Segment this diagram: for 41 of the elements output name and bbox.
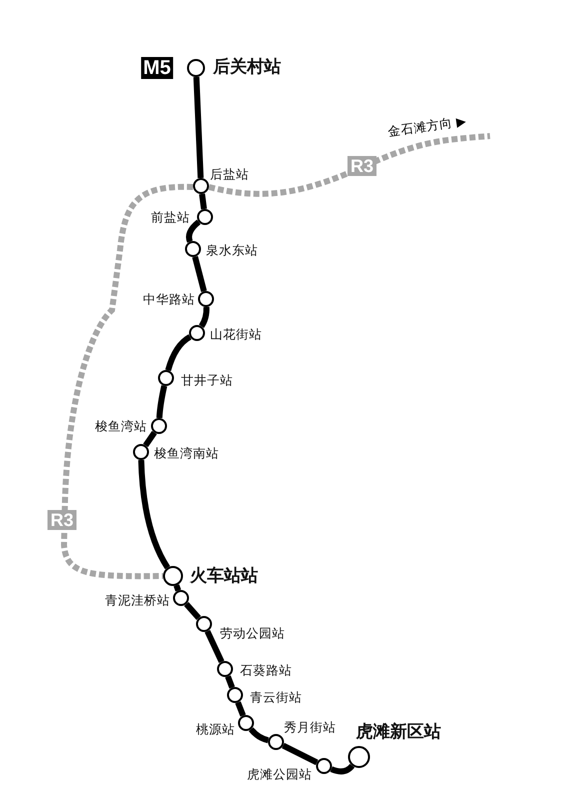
station-name: 前盐站 bbox=[151, 210, 190, 224]
station-name: 青泥洼桥站 bbox=[105, 592, 170, 608]
station-name: 中华路站 bbox=[143, 292, 195, 306]
station-name: 虎滩公园站 bbox=[247, 766, 312, 782]
metro-line bbox=[186, 220, 201, 243]
metro-line bbox=[156, 385, 168, 418]
metro-line bbox=[198, 306, 210, 328]
rail-line bbox=[208, 133, 490, 197]
station-name: 秀月街站 bbox=[284, 720, 336, 734]
metro-line bbox=[138, 460, 170, 570]
metro-line bbox=[192, 256, 207, 292]
station-name: 后盐站 bbox=[210, 166, 249, 182]
station-name: 甘井子站 bbox=[181, 372, 233, 388]
metro-line bbox=[235, 701, 246, 717]
metro-line bbox=[248, 727, 269, 744]
direction-label: 金石滩方向 ▶ bbox=[386, 113, 468, 141]
station-name: 桃源站 bbox=[196, 722, 235, 736]
metro-line bbox=[174, 584, 182, 592]
station-name: 青云街站 bbox=[250, 690, 302, 704]
station-name: 梭鱼湾站 bbox=[95, 418, 147, 434]
metro-line bbox=[204, 630, 224, 664]
station-name: 虎滩新区站 bbox=[356, 722, 441, 742]
line-badge: R3 bbox=[48, 510, 76, 530]
station-name: 后关村站 bbox=[213, 57, 281, 77]
metro-line bbox=[199, 194, 207, 210]
metro-line bbox=[184, 602, 201, 620]
station-name: 泉水东站 bbox=[206, 242, 258, 258]
metro-line bbox=[165, 334, 192, 372]
station-name: 火车站站 bbox=[190, 566, 258, 586]
line-badge: R3 bbox=[348, 156, 376, 176]
metro-line bbox=[225, 675, 235, 689]
metro-line bbox=[330, 764, 355, 774]
metro-line bbox=[282, 742, 318, 766]
metro-line bbox=[143, 430, 157, 448]
station-name: 梭鱼湾南站 bbox=[154, 446, 219, 460]
line-badge: M5 bbox=[141, 57, 173, 79]
rail-line bbox=[61, 184, 194, 580]
station-name: 山花街站 bbox=[210, 326, 262, 342]
metro-line bbox=[193, 76, 204, 178]
station-name: 劳动公园站 bbox=[220, 626, 285, 640]
station-name: 石葵路站 bbox=[240, 662, 292, 678]
